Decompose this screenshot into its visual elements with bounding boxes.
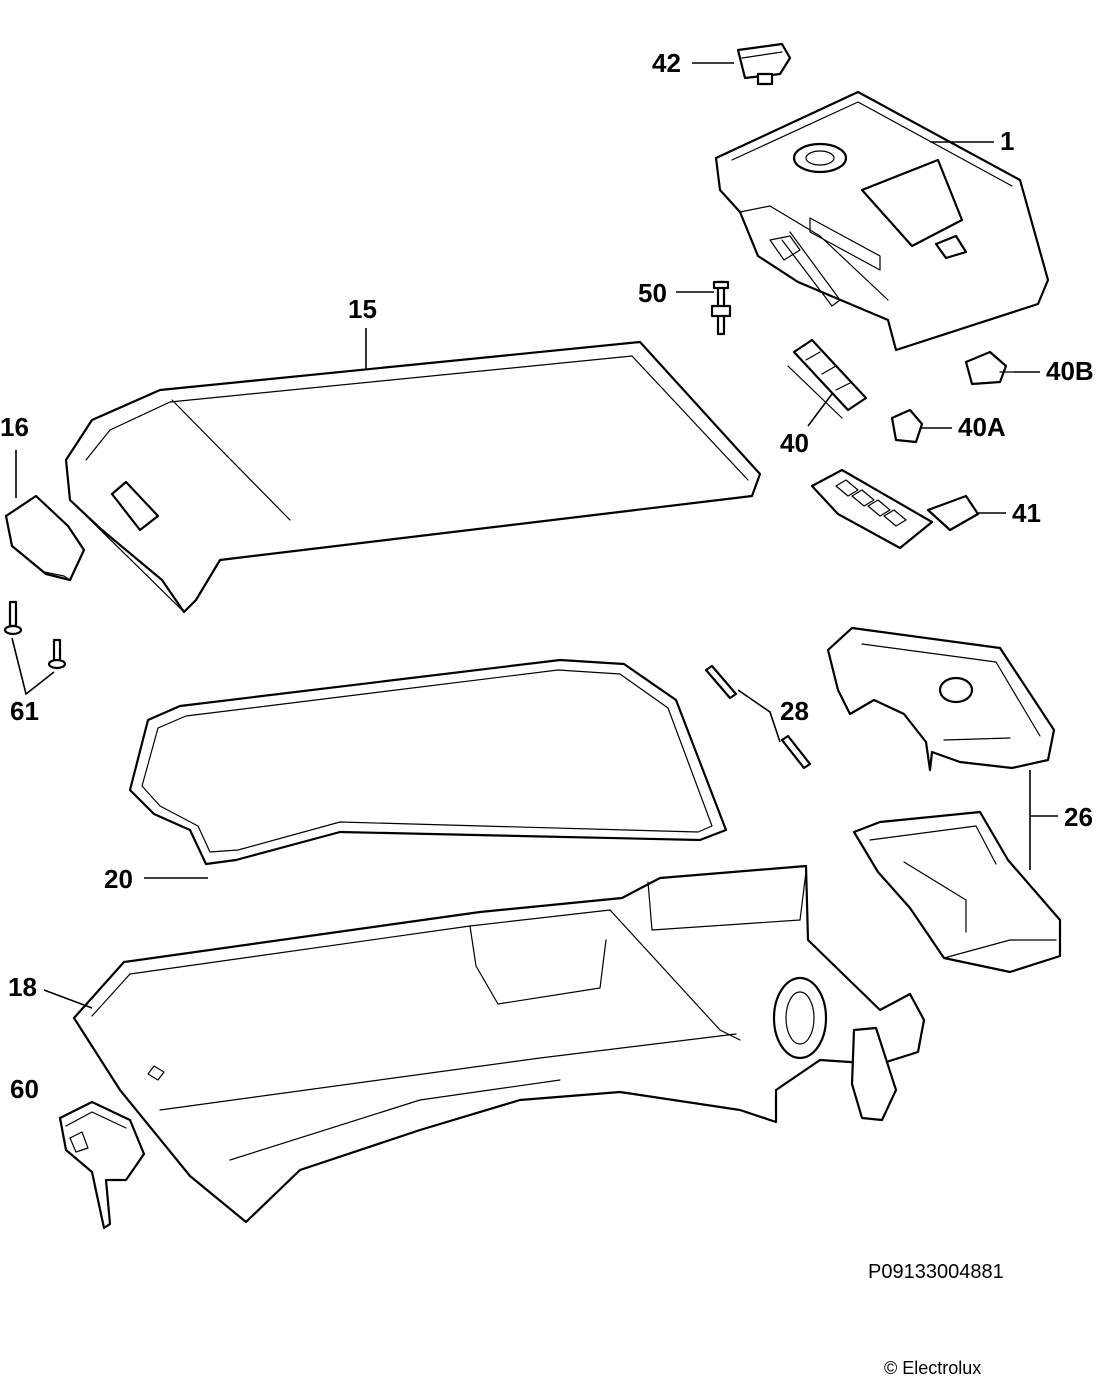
part-20-gasket xyxy=(128,658,728,866)
part-15-lid xyxy=(64,340,762,614)
callout-40A: 40A xyxy=(958,412,1006,442)
copyright-notice: © Electrolux xyxy=(884,1358,981,1378)
part-26-dispenser-lower xyxy=(852,810,1062,974)
callout-20: 20 xyxy=(104,864,133,894)
callout-42: 42 xyxy=(652,48,681,78)
callout-61: 61 xyxy=(10,696,39,726)
leader-40 xyxy=(807,393,833,427)
document-number: P09133004881 xyxy=(868,1261,1004,1283)
part-1-control-panel xyxy=(714,90,1050,352)
callout-28: 28 xyxy=(780,696,809,726)
part-40B-clip xyxy=(964,350,1015,386)
callout-50: 50 xyxy=(638,278,667,308)
part-50-pin xyxy=(710,280,732,336)
leader-26 xyxy=(1029,770,1058,870)
callout-40B: 40B xyxy=(1046,356,1094,386)
part-40-button-set xyxy=(787,338,868,419)
callout-16: 16 xyxy=(0,412,29,442)
part-16-side-cap xyxy=(4,494,86,582)
part-18-base-frame xyxy=(72,864,926,1224)
callout-26: 26 xyxy=(1064,802,1093,832)
part-60-lock xyxy=(58,1100,146,1230)
callout-1: 1 xyxy=(1000,126,1014,156)
part-41-switch-board xyxy=(810,468,980,550)
leader-18 xyxy=(43,989,93,1009)
part-61-screws xyxy=(3,600,67,670)
part-42-knob xyxy=(736,42,792,86)
part-26-dispenser-upper xyxy=(826,626,1056,772)
callout-60: 60 xyxy=(10,1074,39,1104)
callout-18: 18 xyxy=(8,972,37,1002)
callout-40: 40 xyxy=(780,428,809,458)
callout-15: 15 xyxy=(348,294,377,324)
leader-61 xyxy=(11,637,55,696)
callout-41: 41 xyxy=(1012,498,1041,528)
part-40A-button xyxy=(890,408,924,444)
part-28-pins xyxy=(704,664,812,770)
leader-28 xyxy=(737,689,781,743)
